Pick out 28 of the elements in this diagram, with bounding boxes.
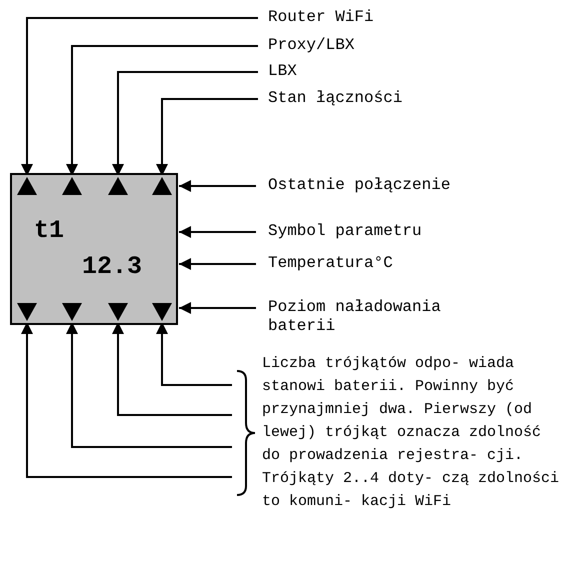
triangle-icon [108, 303, 128, 321]
leader-arrow [156, 98, 258, 176]
triangle-icon [17, 177, 37, 195]
callout-label: Proxy/LBX [268, 36, 354, 55]
leader-arrow [179, 226, 256, 238]
callout-label: Router WiFi [268, 8, 374, 27]
callout-label: Stan łączności [268, 89, 402, 108]
leader-arrow [21, 17, 258, 176]
callout-label: Ostatnie połączenie [268, 176, 450, 195]
leader-arrow [66, 45, 258, 176]
leader-arrow [112, 71, 258, 176]
triangle-icon [152, 177, 172, 195]
callout-label: Temperatura°C [268, 254, 393, 273]
triangle-icon [62, 177, 82, 195]
callout-label: Poziom naładowania baterii [268, 298, 508, 336]
parameter-symbol: t1 [34, 217, 64, 245]
temperature-value: 12.3 [82, 253, 142, 281]
leader-arrow [179, 302, 256, 314]
triangle-icon [17, 303, 37, 321]
note-text: Liczba trójkątów odpo- wiada stanowi baterii. Powinny być przynajmniej dwa. Pierwszy (od lewej) trójkąt oznacza zdolność do prowadzenia rejestra- cji. Trójkąty 2..4 doty- czą zdolności to komuni- kacji WiFi [262, 354, 560, 512]
display-panel [10, 173, 178, 325]
leader-arrow [179, 258, 256, 270]
triangle-icon [62, 303, 82, 321]
triangle-icon [152, 303, 172, 321]
leader-arrow [179, 180, 256, 192]
triangle-icon [108, 177, 128, 195]
callout-label: LBX [268, 62, 297, 81]
callout-label: Symbol parametru [268, 222, 422, 241]
